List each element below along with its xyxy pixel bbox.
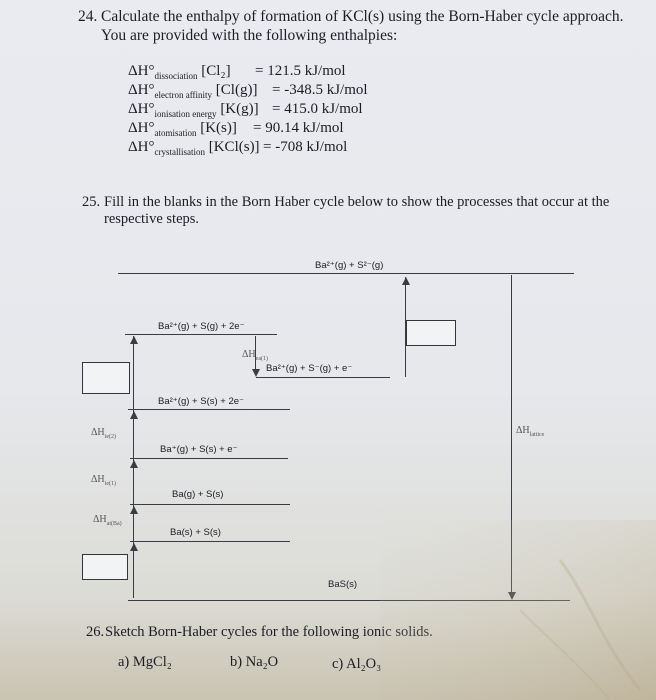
arrow-up-icon [402,277,410,285]
q26-item-c: c) Al₂O₃ [332,656,381,673]
enthalpy-row-crystallisation: ΔH°crystallisation [KCl(s)] [128,139,260,157]
item-formula: Na₂O [245,654,279,670]
level-line-2 [125,334,277,336]
enthalpy-row-atomisation: ΔH°atomisation [K(s)] [128,120,237,138]
ea2-arrow-line [405,277,407,377]
q26-item-a: a) MgCl₂ [118,654,172,671]
level-line-4 [128,409,290,411]
enthalpy-row-ionisation: ΔH°ionisation energy [K(g)] [128,101,259,119]
level-line-5 [130,458,288,460]
item-label: b) [230,654,243,670]
enthalpy-value: = 90.14 kJ/mol [253,120,344,136]
level-label-6: Ba(g) + S(s) [172,489,224,500]
enthalpy-value: = -708 kJ/mol [263,139,348,155]
level-line-top [118,273,574,275]
item-formula: MgCl₂ [132,654,172,670]
enthalpy-value: = 415.0 kJ/mol [272,101,363,117]
species: [K(g)] [220,101,259,117]
q25-line1: Fill in the blanks in the Born Haber cyc… [104,194,610,210]
level-label-7: Ba(s) + S(s) [170,527,221,538]
dh-label-ea1: ΔHea(1) [242,349,268,362]
enthalpy-row-electron-affinity: ΔH°electron affinity [Cl(g)] [128,82,257,100]
enthalpy-value: = 121.5 kJ/mol [255,63,346,79]
species: [Cl₂] [201,63,231,79]
arrow-up-icon [130,411,138,419]
dh-label-ie2: ΔHie(2) [91,427,116,440]
q26-item-b: b) Na₂O [230,654,278,671]
lattice-arrow-line [511,275,513,597]
level-label-3: Ba²⁺(g) + S⁻(g) + e⁻ [266,363,353,374]
item-label: a) [118,654,130,670]
level-label-2: Ba²⁺(g) + S(g) + 2e⁻ [158,321,245,332]
q24-line2: You are provided with the following enth… [101,27,398,44]
dh-symbol: ΔH° [128,63,155,79]
arrow-down-icon [508,592,516,600]
dh-subscript: crystallisation [154,147,205,157]
species: [Cl(g)] [215,82,258,98]
level-line-6 [130,504,290,506]
q25-number: 25. [82,194,101,210]
item-label: c) [332,656,344,672]
level-label-bottom: BaS(s) [328,579,358,590]
dh-subscript: ionisation energy [154,109,217,119]
blank-box-right[interactable] [406,320,456,346]
q25-line2: respective steps. [104,211,200,227]
species: [KCl(s)] [208,139,260,155]
ea1-arrow-line [255,336,257,372]
blank-box-left-upper[interactable] [82,362,130,394]
dh-subscript: dissociation [154,71,198,81]
q24-number: 24. [78,8,98,25]
arrow-up-icon [130,460,138,468]
enthalpy-row-dissociation: ΔH°dissociation [Cl₂] [128,63,231,81]
level-label-4: Ba²⁺(g) + S(s) + 2e⁻ [158,396,245,407]
arrow-up-icon [130,506,138,514]
dh-symbol: ΔH° [128,139,155,155]
level-line-7 [130,541,290,543]
dh-label-lattice: ΔHlattice [516,425,545,438]
blank-box-left-lower[interactable] [82,554,128,580]
dh-symbol: ΔH° [128,120,155,136]
arrow-up-icon [130,336,138,344]
item-formula: Al₂O₃ [346,656,382,672]
arrow-up-icon [130,543,138,551]
species: [K(s)] [200,120,237,136]
enthalpy-value: = -348.5 kJ/mol [272,82,368,98]
dh-label-ie1: ΔHie(1) [91,474,116,487]
arrow-down-icon [252,369,260,377]
dh-symbol: ΔH° [128,101,155,117]
q26-number: 26. [86,624,105,640]
dh-subscript: electron affinity [154,90,213,100]
level-line-bottom [128,600,570,602]
dh-subscript: atomisation [154,128,197,138]
dh-symbol: ΔH° [128,82,155,98]
level-line-3 [256,377,390,379]
q26-line: Sketch Born-Haber cycles for the followi… [105,624,433,640]
level-label-5: Ba⁺(g) + S(s) + e⁻ [160,444,238,455]
level-label-top: Ba²⁺(g) + S²⁻(g) [315,260,384,271]
q24-line1: Calculate the enthalpy of formation of K… [101,8,624,25]
dh-label-atomisation: ΔHat(Ba) [93,514,122,527]
